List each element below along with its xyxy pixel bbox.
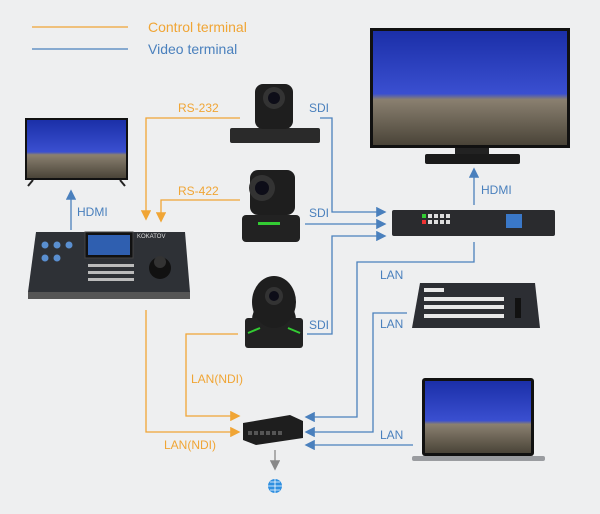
ptz-camera-3 — [245, 276, 303, 348]
switcher-control-panel — [412, 283, 540, 328]
sdi2-label: SDI — [309, 206, 330, 220]
hdmi-left-label: HDMI — [77, 205, 108, 219]
ndi-controller-line — [145, 310, 241, 438]
sdi1-label: SDI — [309, 101, 330, 115]
laptop — [412, 378, 545, 461]
controller-brand: KOKATOV — [137, 234, 166, 240]
legend-video-label: Video terminal — [148, 41, 238, 57]
sdi1-line — [320, 117, 387, 218]
sdi3-line — [307, 230, 387, 335]
hdmi-right-label: HDMI — [481, 183, 512, 197]
legend-control-label: Control terminal — [148, 19, 247, 35]
network-switch — [243, 415, 303, 445]
lan-panel-label: LAN — [380, 317, 404, 331]
video-switcher — [392, 210, 555, 236]
left-monitor — [25, 118, 128, 187]
lan-panel-line — [304, 312, 407, 438]
main-monitor — [370, 28, 570, 164]
lan-laptop-label: LAN — [380, 428, 404, 442]
lan-switcher-label: LAN — [380, 268, 404, 282]
sdi3-label: SDI — [309, 318, 330, 332]
internet-globe-icon — [268, 479, 282, 493]
ptz-camera-1 — [230, 84, 320, 143]
ptz-controller — [28, 231, 190, 299]
rs232-line — [140, 117, 240, 221]
rs422-label: RS-422 — [178, 184, 219, 198]
ndi-camera-line — [185, 333, 241, 422]
lan-switcher-line — [304, 242, 475, 423]
ptz-camera-2 — [242, 170, 300, 242]
ndi-camera-label: LAN(NDI) — [191, 372, 244, 386]
rs232-label: RS-232 — [178, 101, 219, 115]
rs422-line — [155, 199, 240, 223]
ndi-controller-label: LAN(NDI) — [164, 438, 217, 452]
